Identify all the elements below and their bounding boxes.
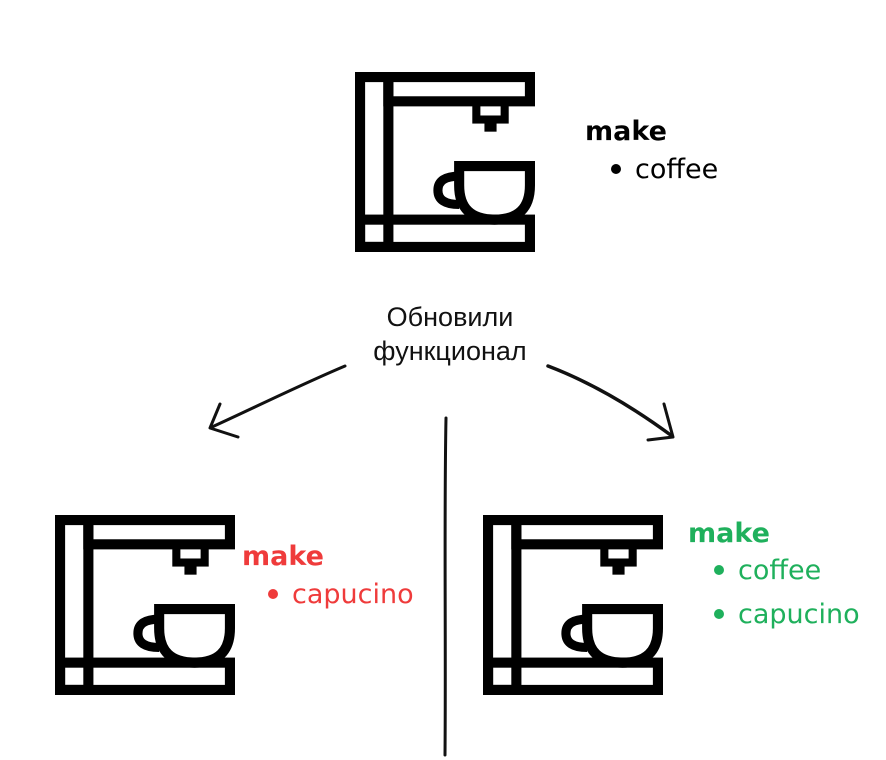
divider-line [443, 416, 448, 757]
top-label: make coffee [585, 118, 718, 192]
top-label-list: coffee [611, 148, 718, 192]
caption-line-2: функционал [373, 336, 527, 366]
list-item: capucino [268, 573, 414, 617]
right-label-list: coffee capucino [714, 549, 860, 637]
left-arrow-head [208, 402, 240, 439]
coffee-machine-icon [483, 515, 663, 695]
caption-line-1: Обновили [386, 302, 514, 332]
left-arrow [210, 364, 347, 429]
left-label-title: make [242, 541, 324, 572]
left-label-list: capucino [268, 573, 414, 617]
list-item: coffee [714, 549, 860, 593]
right-arrow [546, 364, 674, 438]
coffee-machine-icon [55, 515, 235, 695]
list-item: capucino [714, 593, 860, 637]
right-arrow-head [646, 402, 675, 442]
update-caption: Обновили функционал [340, 300, 560, 368]
right-label: make coffee capucino [688, 520, 860, 637]
list-item: coffee [611, 148, 718, 192]
left-label: make capucino [242, 543, 414, 617]
right-label-title: make [688, 518, 770, 549]
top-label-title: make [585, 116, 667, 147]
